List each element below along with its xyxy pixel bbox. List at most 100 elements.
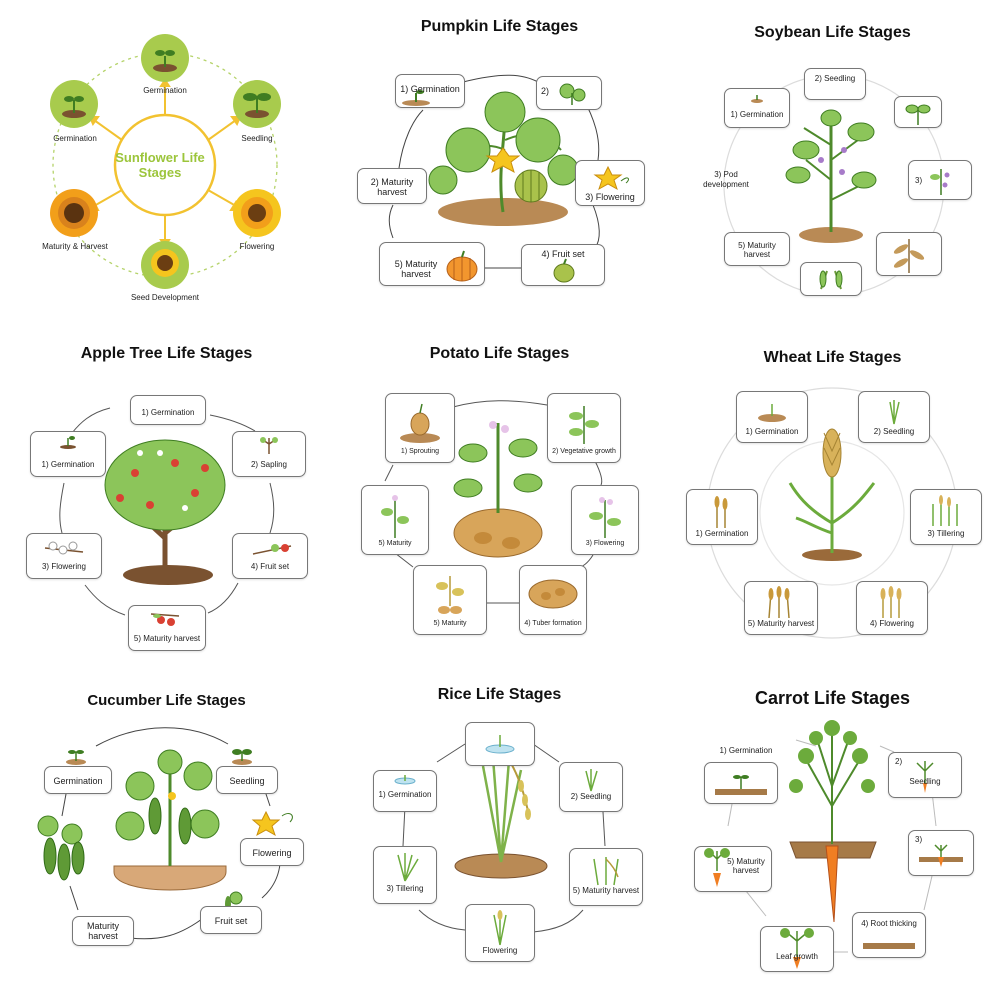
- carrot-root-thicking-icon: [863, 943, 915, 949]
- carrot-stage-3-label: 3): [915, 835, 923, 844]
- potato-maturity-2-icon: [381, 495, 409, 538]
- soybean-main-plant-illustration: [785, 109, 877, 243]
- wheat-stage-2-box: 2) Seedling: [858, 391, 930, 443]
- apple-stage-4-box: 4) Fruit set: [232, 533, 308, 579]
- potato-stage-2-box: 2) Vegetative growth: [547, 393, 621, 463]
- cucumber-stage-1-label: Germination: [53, 776, 103, 786]
- apple-title: Apple Tree Life Stages: [80, 345, 253, 362]
- cucumber-stage-5-label: Maturity harvest: [86, 921, 119, 941]
- wheat-stage-1b-box: 1) Germination: [686, 489, 758, 545]
- wheat-stage-1b-label: 1) Germination: [695, 529, 749, 538]
- wheat-stage-1-box: 1) Germination: [736, 391, 808, 443]
- potato-title: Potato Life Stages: [429, 345, 570, 362]
- potato-sprout-icon: [400, 403, 440, 443]
- potato-vegetative-icon: [569, 406, 599, 444]
- pumpkin-stage-5-label: 5) Maturity harvest: [394, 259, 438, 279]
- wheat-title: Wheat Life Stages: [763, 349, 902, 366]
- cucumber-title: Cucumber Life Stages: [87, 692, 246, 709]
- carrot-stage-3-box: 3): [908, 830, 974, 876]
- sunflower-stage-seed-development: Seed Development: [130, 293, 200, 302]
- soybean-stage-5-box: 5) Maturity harvest: [724, 232, 790, 266]
- carrot-leaf-growth-box: Leaf growth: [760, 926, 834, 972]
- rice-germination-icon: [394, 775, 416, 785]
- carrot-leaf-growth-icon: [780, 928, 814, 969]
- soybean-stage-4-label: 3) Pod development: [703, 170, 749, 189]
- soybean-stage-2-label: 2) Seedling: [814, 74, 856, 83]
- wheat-seedling-icon: [889, 400, 900, 425]
- soybean-seedling-icon: [905, 104, 931, 125]
- pumpkin-stage-4-box: 4) Fruit set: [521, 244, 605, 286]
- sunflower-maturity-icon: [50, 189, 98, 237]
- potato-flowering-icon: [589, 497, 621, 538]
- sunflower-flowering-icon: [233, 189, 281, 237]
- sunflower-stage-germination: Germination: [143, 86, 187, 95]
- cucumber-cycle-diagram: [37, 727, 293, 940]
- rice-title: Rice Life Stages: [437, 686, 562, 703]
- apple-stage-germ-box: 1) Germination: [30, 431, 106, 477]
- pumpkin-stage-4-label: 4) Fruit set: [541, 249, 585, 259]
- cucumber-left-fruit-illustration: [37, 815, 85, 881]
- carrot-harvest-icon: [704, 848, 730, 887]
- rice-stage-5-label: 5) Maturity harvest: [572, 886, 640, 895]
- apple-stage-2-box: 2) Sapling: [232, 431, 306, 477]
- sunflower-stage-germination-2: Germination: [53, 134, 97, 143]
- pumpkin-stage-5-box: 5) Maturity harvest: [379, 242, 485, 286]
- cucumber-stage-4-label: Fruit set: [214, 916, 248, 926]
- potato-stage-3-box: 3) Flowering: [571, 485, 639, 555]
- wheat-flowering-icon: [880, 586, 902, 618]
- wheat-stage-4-box: 4) Flowering: [856, 581, 928, 635]
- wheat-stage-3-label: 3) Tillering: [927, 529, 965, 538]
- carrot-stage-1-label: 1) Germination: [719, 746, 773, 755]
- rice-tillering-icon: [397, 853, 419, 882]
- sunflower-title: Sunflower Life Stages: [115, 150, 205, 180]
- soybean-flowering-icon: [930, 169, 950, 195]
- wheat-stage-5-label: 5) Maturity harvest: [747, 619, 815, 628]
- potato-stage-5-box: 5) Maturity: [413, 565, 487, 635]
- cucumber-stage-3-label: Flowering: [252, 848, 292, 858]
- potato-tuber-icon: [528, 579, 578, 609]
- apple-stage-5-label: 5) Maturity harvest: [133, 634, 201, 643]
- cucumber-stage-2-label: Seedling: [229, 776, 265, 786]
- apple-stage-germ-label: 1) Germination: [41, 460, 95, 469]
- potato-main-plant-illustration: [453, 421, 543, 558]
- potato-stage-1-box: 1) Sprouting: [385, 393, 455, 463]
- panel-apple: Apple Tree Life Stages 1) Germination 1)…: [0, 333, 333, 666]
- carrot-young-root-icon: [919, 844, 963, 867]
- rice-stage-3-label: 3) Tillering: [386, 884, 424, 893]
- potato-stage-1-label: 1) Sprouting: [400, 448, 440, 455]
- rice-cycle-diagram: [402, 743, 606, 933]
- carrot-main-plant-illustration: [789, 720, 877, 923]
- rice-stage-1-label: 1) Germination: [378, 790, 432, 799]
- soybean-stage-3-box: 3): [908, 160, 972, 200]
- cucumber-main-plant-illustration: [113, 749, 227, 891]
- soybean-seedling-box: [894, 96, 942, 128]
- carrot-stage-4-box: 4) Root thicking: [852, 912, 926, 958]
- apple-fruit-set-icon: [252, 544, 292, 555]
- soybean-title: Soybean Life Stages: [754, 24, 911, 41]
- apple-stage-2-label: 2) Sapling: [250, 460, 288, 469]
- cucumber-flower-illustration: [251, 810, 293, 837]
- potato-stage-5b-label: 5) Maturity: [378, 540, 412, 547]
- sunflower-stage-flowering: Flowering: [239, 242, 275, 251]
- apple-stage-3-box: 3) Flowering: [26, 533, 102, 579]
- cucumber-seedling-illustration: [66, 750, 86, 765]
- cucumber-stage-2-box: Seedling: [216, 766, 278, 794]
- pumpkin-stage-2-label: 2): [541, 86, 550, 96]
- soybean-stage-1-label: 1) Germination: [730, 110, 784, 119]
- carrot-seedling-label: Seedling: [909, 777, 941, 786]
- cucumber-seedling-2-illustration: [232, 749, 252, 765]
- pumpkin-flower-icon: [593, 165, 629, 191]
- rice-stage-2-box: 2) Seedling: [559, 762, 623, 812]
- pumpkin-maturity-icon: [446, 250, 478, 282]
- soybean-harvest-box: [800, 262, 862, 296]
- rice-top-box: [465, 722, 535, 766]
- rice-stage-5-box: 5) Maturity harvest: [569, 848, 643, 906]
- sunflower-seedling-icon: [233, 80, 281, 128]
- potato-stage-3-label: 3) Flowering: [585, 540, 625, 547]
- carrot-seedling-icon: [916, 761, 934, 793]
- panel-rice: Rice Life Stages 1) Germination 2) Seedl…: [333, 666, 666, 999]
- carrot-stage-2-label: 2): [895, 757, 903, 766]
- potato-stage-5-label: 5) Maturity: [433, 620, 467, 627]
- sunflower-seed-development-icon: [141, 241, 189, 289]
- potato-maturity-icon: [436, 576, 464, 614]
